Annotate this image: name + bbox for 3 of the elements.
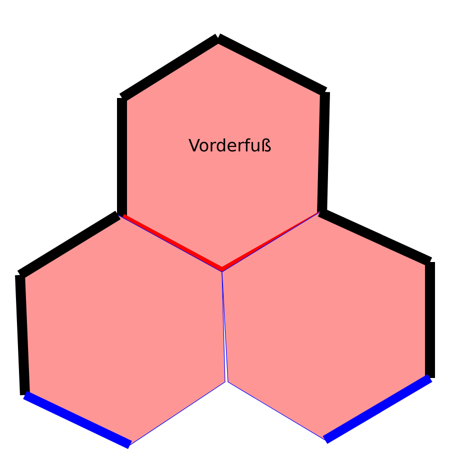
hexagon-cell: Vorderfuß	[117, 34, 330, 276]
hexagon-cell	[15, 210, 226, 450]
hexagon-cell	[222, 207, 435, 444]
